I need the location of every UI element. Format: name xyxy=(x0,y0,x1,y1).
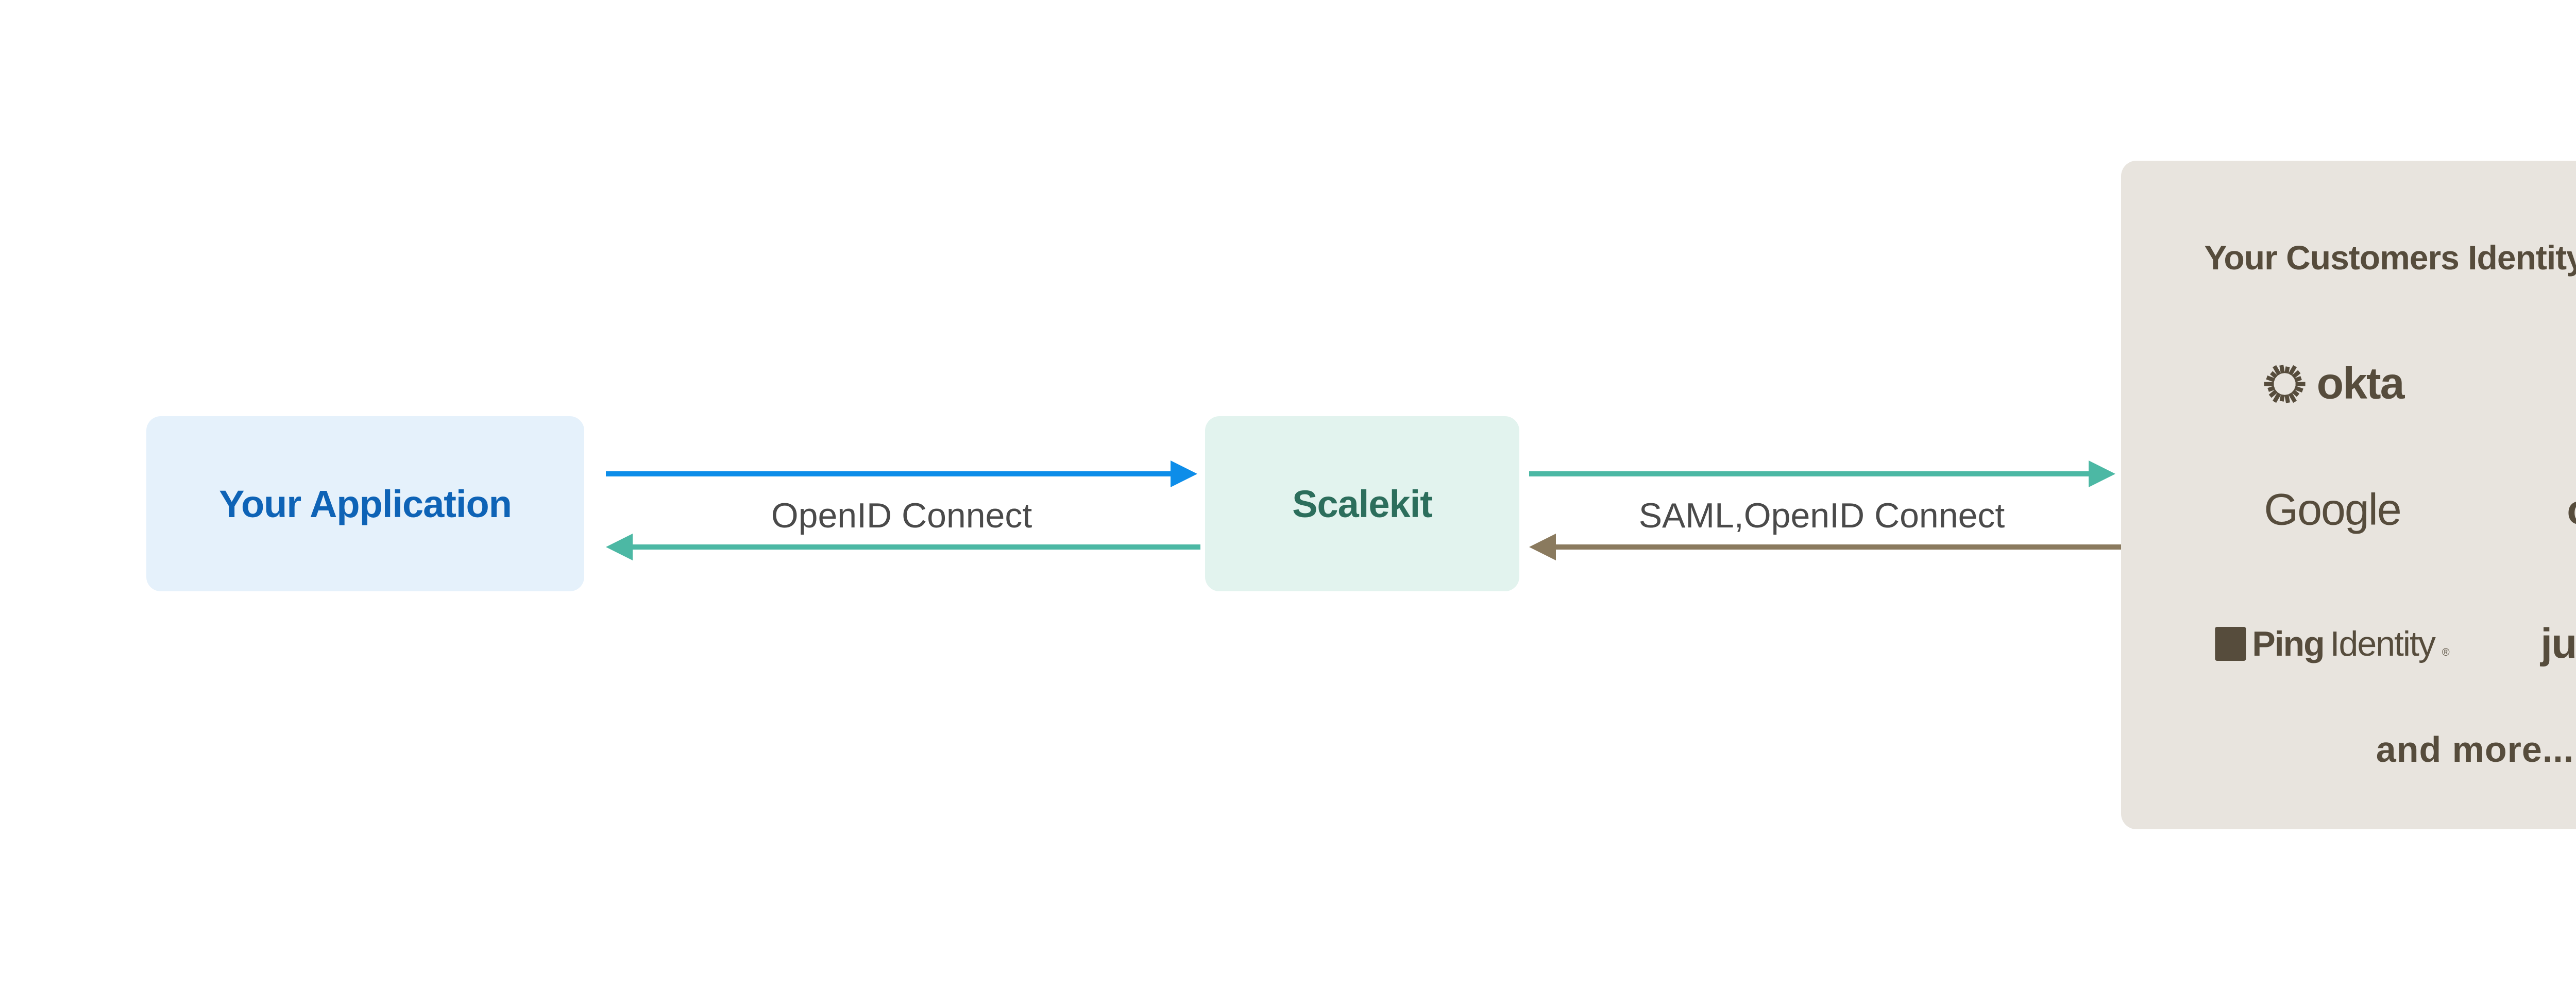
onelogin-logo: onelogin xyxy=(2567,486,2576,534)
arrow-scalekit-to-app xyxy=(606,534,1200,560)
identity-providers-panel: Your Customers Identity Providers xyxy=(2121,161,2576,829)
google-logo: Google xyxy=(2264,485,2401,536)
okta-wordmark: okta xyxy=(2316,358,2405,408)
ping-identity-registered-mark: ® xyxy=(2442,647,2450,658)
google-wordmark: Google xyxy=(2264,485,2401,535)
scalekit-label: Scalekit xyxy=(1292,482,1433,525)
onelogin-wordmark: onelogin xyxy=(2567,486,2576,534)
okta-logo: okta xyxy=(2261,358,2404,409)
okta-sunburst-icon xyxy=(2264,364,2306,403)
arrow-app-to-scalekit xyxy=(606,460,1197,487)
jumpcloud-logo: jumpcloud TM xyxy=(2540,620,2576,668)
scalekit-node: Scalekit xyxy=(1205,416,1519,591)
flow-label-openid-connect: OpenID Connect xyxy=(771,496,1032,535)
identity-providers-title: Your Customers Identity Providers xyxy=(2204,238,2576,277)
and-more-label: and more... xyxy=(2376,729,2574,770)
arrow-scalekit-to-idp xyxy=(1529,460,2115,487)
ping-identity-square-icon xyxy=(2215,627,2246,661)
your-application-node: Your Application xyxy=(146,416,584,591)
your-application-label: Your Application xyxy=(219,482,512,525)
jumpcloud-wordmark: jumpcloud xyxy=(2540,620,2576,667)
ping-identity-wordmark-bold: Ping xyxy=(2252,624,2325,663)
ping-identity-wordmark-regular: Identity xyxy=(2330,624,2436,663)
arrow-idp-to-scalekit xyxy=(1529,534,2123,560)
flow-label-saml-openid-connect: SAML,OpenID Connect xyxy=(1638,496,2005,535)
